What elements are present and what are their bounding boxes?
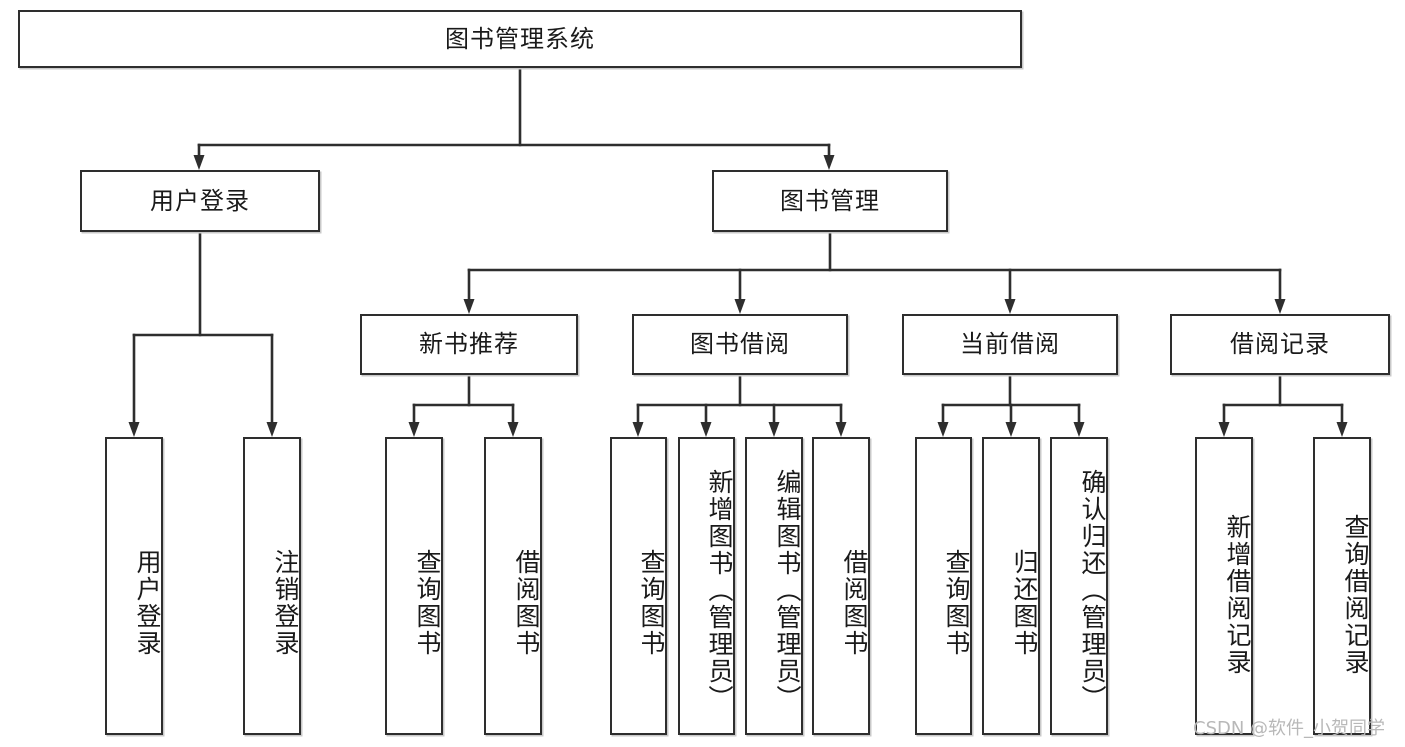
node-book-borrow[interactable]: 图书借阅 — [632, 314, 848, 375]
node-borrow-record-label: 借阅记录 — [1230, 330, 1330, 359]
node-leaf-query-book-1-label: 查询图书 — [413, 549, 442, 657]
edge-arrowhead-bookmanage_to_level3-2 — [1004, 299, 1016, 314]
node-leaf-borrow-book-1-label: 借阅图书 — [512, 549, 541, 657]
edge-arrowhead-bookmanage_to_level3-3 — [1274, 299, 1286, 314]
node-leaf-user-login-label: 用户登录 — [133, 549, 162, 657]
edge-arrowhead-root_to_level2-0 — [193, 155, 205, 170]
node-leaf-add-borrow-record[interactable]: 新增借阅记录 — [1195, 437, 1253, 735]
node-leaf-logout-label: 注销登录 — [271, 549, 300, 657]
node-leaf-query-borrow-record-label: 查询借阅记录 — [1341, 514, 1370, 676]
edge-arrowhead-bookmanage_to_level3-0 — [463, 299, 475, 314]
node-leaf-query-book-2[interactable]: 查询图书 — [610, 437, 667, 735]
edge-arrowhead-newbookrec_to_leaves-1 — [507, 422, 519, 437]
node-leaf-confirm-return-admin-label: 确认归还（管理员） — [1078, 468, 1107, 712]
node-book-manage-label: 图书管理 — [780, 186, 880, 215]
node-leaf-add-book-admin[interactable]: 新增图书（管理员） — [678, 437, 735, 735]
node-leaf-return-book-label: 归还图书 — [1010, 549, 1039, 657]
node-leaf-query-book-3-label: 查询图书 — [942, 549, 971, 657]
edge-arrowhead-root_to_level2-1 — [823, 155, 835, 170]
node-leaf-logout[interactable]: 注销登录 — [243, 437, 301, 735]
node-leaf-edit-book-admin[interactable]: 编辑图书（管理员） — [745, 437, 803, 735]
edge-arrowhead-bookborrow_to_leaves-0 — [632, 422, 644, 437]
node-user-login[interactable]: 用户登录 — [80, 170, 320, 232]
node-leaf-query-book-2-label: 查询图书 — [637, 549, 666, 657]
node-borrow-record[interactable]: 借阅记录 — [1170, 314, 1390, 375]
edge-arrowhead-userlogin_to_leaves-1 — [266, 422, 278, 437]
edge-arrowhead-bookborrow_to_leaves-1 — [700, 422, 712, 437]
node-root-label: 图书管理系统 — [445, 24, 595, 53]
edge-arrowhead-borrowrecord_to_leaves-1 — [1336, 422, 1348, 437]
node-leaf-return-book[interactable]: 归还图书 — [982, 437, 1040, 735]
node-current-borrow-label: 当前借阅 — [960, 330, 1060, 359]
edge-arrowhead-bookborrow_to_leaves-2 — [768, 422, 780, 437]
csdn-watermark: CSDN @软件_小贺同学 — [1193, 718, 1386, 739]
edge-arrowhead-currentborrow_to_leaves-0 — [937, 422, 949, 437]
node-new-book-rec-label: 新书推荐 — [419, 330, 519, 359]
node-leaf-edit-book-admin-label: 编辑图书（管理员） — [773, 468, 802, 712]
node-leaf-add-borrow-record-label: 新增借阅记录 — [1223, 514, 1252, 676]
node-leaf-query-book-1[interactable]: 查询图书 — [385, 437, 443, 735]
edge-arrowhead-currentborrow_to_leaves-1 — [1005, 422, 1017, 437]
edge-arrowhead-bookborrow_to_leaves-3 — [835, 422, 847, 437]
node-current-borrow[interactable]: 当前借阅 — [902, 314, 1118, 375]
node-leaf-borrow-book-2[interactable]: 借阅图书 — [812, 437, 870, 735]
node-leaf-query-book-3[interactable]: 查询图书 — [915, 437, 972, 735]
node-leaf-borrow-book-1[interactable]: 借阅图书 — [484, 437, 542, 735]
node-leaf-user-login[interactable]: 用户登录 — [105, 437, 163, 735]
node-new-book-rec[interactable]: 新书推荐 — [360, 314, 578, 375]
node-leaf-add-book-admin-label: 新增图书（管理员） — [705, 468, 734, 712]
edge-arrowhead-bookmanage_to_level3-1 — [734, 299, 746, 314]
edge-arrowhead-borrowrecord_to_leaves-0 — [1218, 422, 1230, 437]
edge-arrowhead-newbookrec_to_leaves-0 — [408, 422, 420, 437]
edge-arrowhead-currentborrow_to_leaves-2 — [1073, 422, 1085, 437]
node-leaf-confirm-return-admin[interactable]: 确认归还（管理员） — [1050, 437, 1108, 735]
node-book-borrow-label: 图书借阅 — [690, 330, 790, 359]
node-leaf-query-borrow-record[interactable]: 查询借阅记录 — [1313, 437, 1371, 735]
node-root[interactable]: 图书管理系统 — [18, 10, 1022, 68]
node-book-manage[interactable]: 图书管理 — [712, 170, 948, 232]
edge-arrowhead-userlogin_to_leaves-0 — [128, 422, 140, 437]
node-user-login-label: 用户登录 — [150, 186, 250, 215]
node-leaf-borrow-book-2-label: 借阅图书 — [840, 549, 869, 657]
